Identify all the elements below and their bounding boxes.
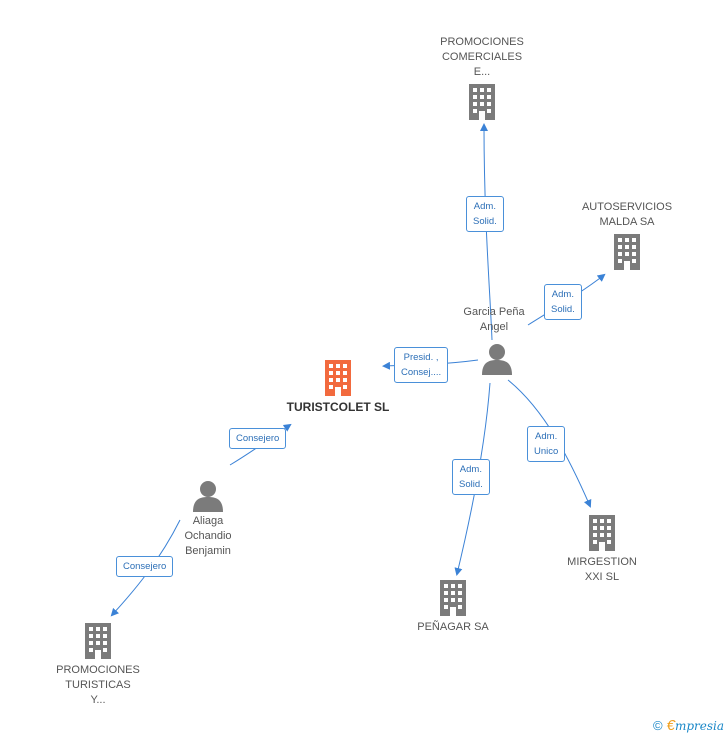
node-autoservicios[interactable]: AUTOSERVICIOS MALDA SA — [567, 200, 687, 270]
node-label: PROMOCIONES COMERCIALES E... — [440, 36, 524, 78]
node-garcia[interactable]: Garcia Peña Angel — [434, 305, 554, 375]
edge-label-garcia-turistcolet[interactable]: Presid. , Consej.... — [394, 347, 449, 383]
node-promociones-comerciales[interactable]: PROMOCIONES COMERCIALES E... — [422, 35, 542, 120]
edge-label-aliaga-promociones-turisticas[interactable]: Consejero — [116, 556, 174, 577]
node-label: AUTOSERVICIOS MALDA SA — [581, 201, 673, 228]
brand-logo-initial: € — [666, 717, 675, 734]
building-icon — [469, 84, 495, 120]
edge-garcia-promociones-comerciales — [480, 123, 493, 341]
building-icon — [589, 515, 615, 551]
node-label: MIRGESTION XXI SL — [567, 556, 637, 583]
node-label: PEÑAGAR SA — [417, 621, 489, 633]
edge-label-garcia-promociones-comerciales[interactable]: Adm. Solid. — [466, 196, 504, 232]
building-icon — [440, 580, 466, 616]
node-promociones-turisticas[interactable]: PROMOCIONES TURISTICAS Y... — [38, 623, 158, 708]
edge-label-garcia-mirgestion[interactable]: Adm. Unico — [527, 426, 566, 462]
edge-label-garcia-penagar[interactable]: Adm. Solid. — [452, 459, 490, 495]
building-icon — [325, 360, 351, 396]
person-icon — [193, 481, 223, 512]
node-label: PROMOCIONES TURISTICAS Y... — [56, 664, 140, 706]
brand-footer: ©€mpresia — [653, 717, 724, 734]
person-icon — [482, 344, 512, 375]
copyright-icon: © — [653, 718, 663, 733]
node-penagar[interactable]: PEÑAGAR SA — [393, 580, 513, 635]
brand-logo-text: mpresia — [674, 719, 724, 733]
node-aliaga[interactable]: Aliaga Ochandio Benjamin — [148, 480, 268, 559]
node-turistcolet[interactable]: TURISTCOLET SL — [278, 360, 398, 415]
edge-label-aliaga-turistcolet[interactable]: Consejero — [229, 428, 287, 449]
building-icon — [614, 234, 640, 270]
node-label: TURISTCOLET SL — [286, 400, 390, 414]
node-label: Aliaga Ochandio Benjamin — [184, 515, 232, 557]
building-icon — [85, 623, 111, 659]
node-mirgestion[interactable]: MIRGESTION XXI SL — [542, 515, 662, 585]
node-label: Garcia Peña Angel — [463, 306, 525, 333]
edge-label-garcia-autoservicios[interactable]: Adm. Solid. — [544, 284, 582, 320]
